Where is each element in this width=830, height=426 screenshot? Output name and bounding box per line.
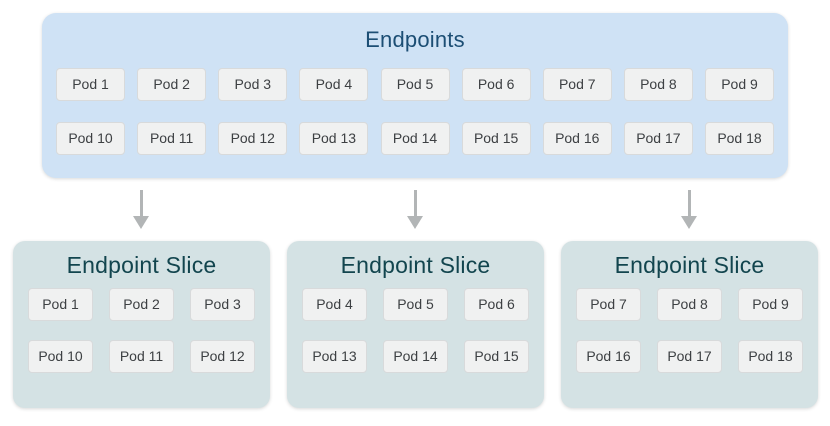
pod: Pod 3 — [190, 288, 255, 321]
pod: Pod 9 — [738, 288, 803, 321]
pod: Pod 6 — [461, 68, 531, 101]
endpoint-slice-title: Endpoint Slice — [340, 252, 491, 278]
arrow-shaft — [139, 190, 143, 216]
pod: Pod 7 — [542, 68, 612, 101]
pod: Pod 17 — [623, 122, 693, 155]
pod: Pod 15 — [461, 122, 531, 155]
pod: Pod 2 — [137, 68, 207, 101]
slice-2-pod-row-2: Pod 13 Pod 14 Pod 15 — [287, 340, 544, 373]
pod: Pod 4 — [302, 288, 367, 321]
arrow-down-icon — [407, 190, 423, 229]
pod: Pod 5 — [380, 68, 450, 101]
pod: Pod 15 — [464, 340, 529, 373]
pod: Pod 6 — [464, 288, 529, 321]
slice-3-pod-row-1: Pod 7 Pod 8 Pod 9 — [561, 288, 818, 321]
pod: Pod 14 — [383, 340, 448, 373]
slice-1-pod-row-2: Pod 10 Pod 11 Pod 12 — [13, 340, 270, 373]
endpoint-slice-box-3: Endpoint Slice Pod 7 Pod 8 Pod 9 Pod 16 … — [561, 241, 818, 408]
pod: Pod 12 — [218, 122, 288, 155]
pod: Pod 5 — [383, 288, 448, 321]
endpoint-slice-title: Endpoint Slice — [614, 252, 765, 278]
slice-3-pod-row-2: Pod 16 Pod 17 Pod 18 — [561, 340, 818, 373]
pod: Pod 13 — [302, 340, 367, 373]
pod: Pod 18 — [738, 340, 803, 373]
arrow-head — [407, 216, 423, 229]
endpoint-slice-title: Endpoint Slice — [66, 252, 217, 278]
arrow-head — [133, 216, 149, 229]
endpoints-pod-row-1: Pod 1 Pod 2 Pod 3 Pod 4 Pod 5 Pod 6 Pod … — [42, 68, 788, 101]
pod: Pod 8 — [657, 288, 722, 321]
pod: Pod 11 — [137, 122, 207, 155]
endpoints-box: Endpoints Pod 1 Pod 2 Pod 3 Pod 4 Pod 5 … — [42, 13, 788, 178]
arrow-head — [681, 216, 697, 229]
pod: Pod 16 — [542, 122, 612, 155]
pod: Pod 1 — [28, 288, 93, 321]
pod: Pod 8 — [623, 68, 693, 101]
endpoint-slice-box-1: Endpoint Slice Pod 1 Pod 2 Pod 3 Pod 10 … — [13, 241, 270, 408]
slice-2-pod-row-1: Pod 4 Pod 5 Pod 6 — [287, 288, 544, 321]
pod: Pod 14 — [380, 122, 450, 155]
arrow-shaft — [687, 190, 691, 216]
endpoint-slice-box-2: Endpoint Slice Pod 4 Pod 5 Pod 6 Pod 13 … — [287, 241, 544, 408]
pod: Pod 12 — [190, 340, 255, 373]
arrow-shaft — [413, 190, 417, 216]
slice-1-pod-row-1: Pod 1 Pod 2 Pod 3 — [13, 288, 270, 321]
pod: Pod 10 — [56, 122, 125, 155]
pod: Pod 4 — [299, 68, 369, 101]
pod: Pod 11 — [109, 340, 174, 373]
pod: Pod 9 — [705, 68, 774, 101]
pod: Pod 3 — [218, 68, 288, 101]
pod: Pod 16 — [576, 340, 641, 373]
arrow-down-icon — [133, 190, 149, 229]
pod: Pod 2 — [109, 288, 174, 321]
pod: Pod 13 — [299, 122, 369, 155]
pod: Pod 1 — [56, 68, 125, 101]
pod: Pod 10 — [28, 340, 93, 373]
pod: Pod 18 — [705, 122, 774, 155]
pod: Pod 17 — [657, 340, 722, 373]
arrow-down-icon — [681, 190, 697, 229]
endpoints-pod-row-2: Pod 10 Pod 11 Pod 12 Pod 13 Pod 14 Pod 1… — [42, 122, 788, 155]
endpoints-title: Endpoints — [365, 27, 465, 52]
pod: Pod 7 — [576, 288, 641, 321]
